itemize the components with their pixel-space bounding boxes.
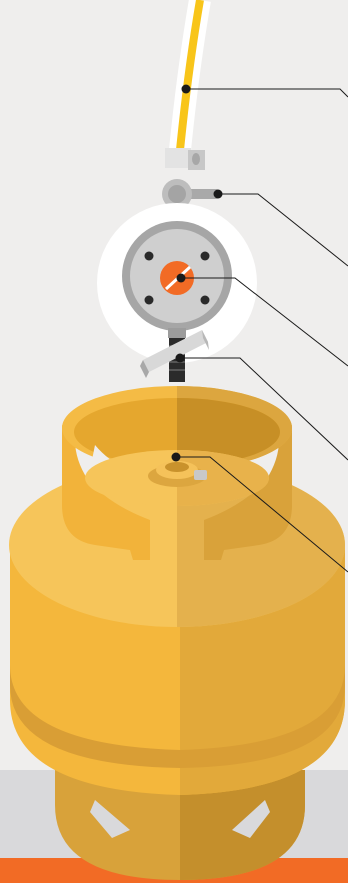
marker-dot-gauge [177, 274, 186, 283]
hose-fitting [165, 148, 205, 170]
marker-dot-valve [172, 453, 181, 462]
hose-icon [180, 0, 200, 150]
marker-dot-hose [182, 85, 191, 94]
leader-hose [186, 89, 348, 97]
marker-dot-connector [176, 354, 185, 363]
marker-dot-knob [214, 190, 223, 199]
